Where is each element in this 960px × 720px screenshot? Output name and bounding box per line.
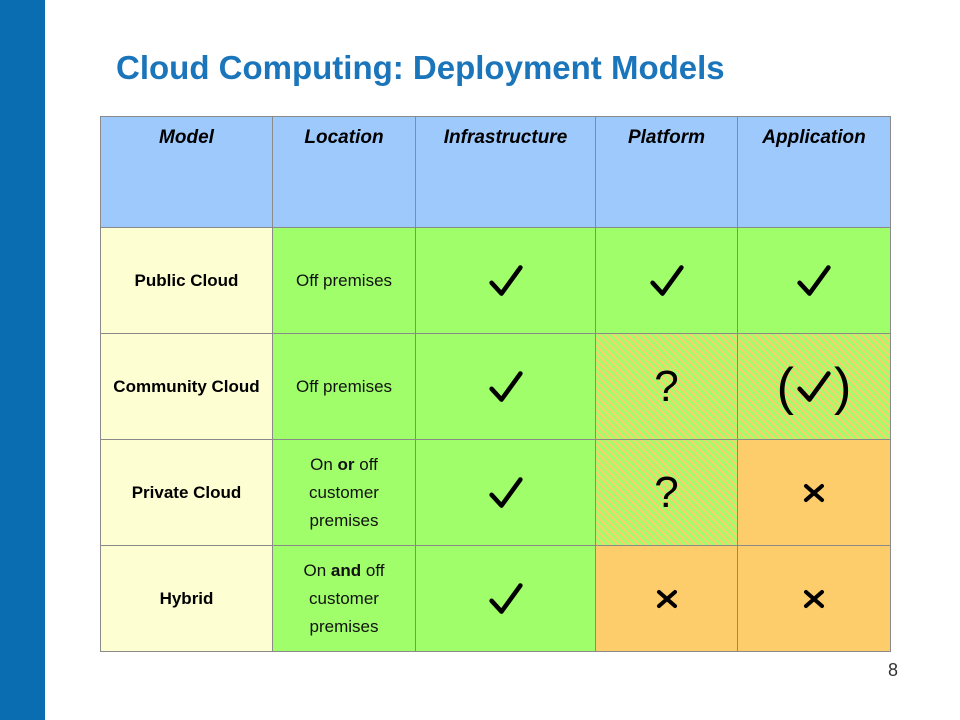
check-icon — [488, 369, 524, 405]
application-cell: ( ) — [737, 333, 891, 440]
location-part: On — [310, 454, 333, 474]
header-platform: Platform — [595, 116, 738, 228]
infrastructure-cell — [415, 227, 596, 334]
check-icon — [488, 581, 524, 617]
application-cell — [737, 439, 891, 546]
location-part-bold: or — [337, 454, 355, 474]
location-part: On — [303, 560, 327, 580]
cross-icon — [802, 481, 826, 505]
location-part: off customer premises — [309, 560, 385, 636]
cross-icon — [802, 587, 826, 611]
location-part-bold: and — [330, 560, 362, 580]
header-model: Model — [100, 116, 273, 228]
model-name: Public Cloud — [100, 227, 273, 334]
page-number: 8 — [888, 660, 899, 680]
platform-cell — [595, 227, 738, 334]
check-icon — [488, 263, 524, 299]
header-row: Model Location Infrastructure Platform A… — [100, 116, 891, 228]
check-icon — [649, 263, 685, 299]
close-paren: ) — [834, 357, 852, 416]
table-row-private-cloud: Private Cloud On or off customer premise… — [100, 439, 891, 546]
header-location: Location — [272, 116, 416, 228]
check-icon — [796, 263, 832, 299]
location-part: Off premises — [295, 376, 393, 396]
cross-icon — [655, 587, 679, 611]
table-row-public-cloud: Public Cloud Off premises — [100, 227, 891, 334]
slide-title: Cloud Computing: Deployment Models — [116, 49, 725, 86]
question-mark: ? — [654, 467, 679, 517]
check-icon — [488, 475, 524, 511]
location-text: On and off customer premises — [272, 545, 416, 652]
infrastructure-cell — [415, 439, 596, 546]
location-text: On or off customer premises — [272, 439, 416, 546]
table-row-community-cloud: Community Cloud Off premises ? ( ) — [100, 333, 891, 440]
platform-cell — [595, 545, 738, 652]
model-name: Private Cloud — [100, 439, 273, 546]
table-row-hybrid: Hybrid On and off customer premises — [100, 545, 891, 652]
open-paren: ( — [776, 357, 794, 416]
parenthesized-check-icon: ( ) — [777, 361, 852, 413]
location-text: Off premises — [272, 333, 416, 440]
platform-cell: ? — [595, 333, 738, 440]
application-cell — [737, 545, 891, 652]
location-part: Off premises — [295, 270, 393, 290]
infrastructure-cell — [415, 333, 596, 440]
left-accent-bar — [0, 0, 45, 720]
location-text: Off premises — [272, 227, 416, 334]
application-cell — [737, 227, 891, 334]
header-infrastructure: Infrastructure — [415, 116, 596, 228]
model-name: Community Cloud — [100, 333, 273, 440]
location-part: off customer premises — [309, 454, 379, 530]
infrastructure-cell — [415, 545, 596, 652]
platform-cell: ? — [595, 439, 738, 546]
model-name: Hybrid — [100, 545, 273, 652]
question-mark: ? — [654, 361, 679, 411]
deployment-models-table: Model Location Infrastructure Platform A… — [100, 116, 891, 652]
check-icon — [797, 370, 831, 402]
header-application: Application — [737, 116, 891, 228]
